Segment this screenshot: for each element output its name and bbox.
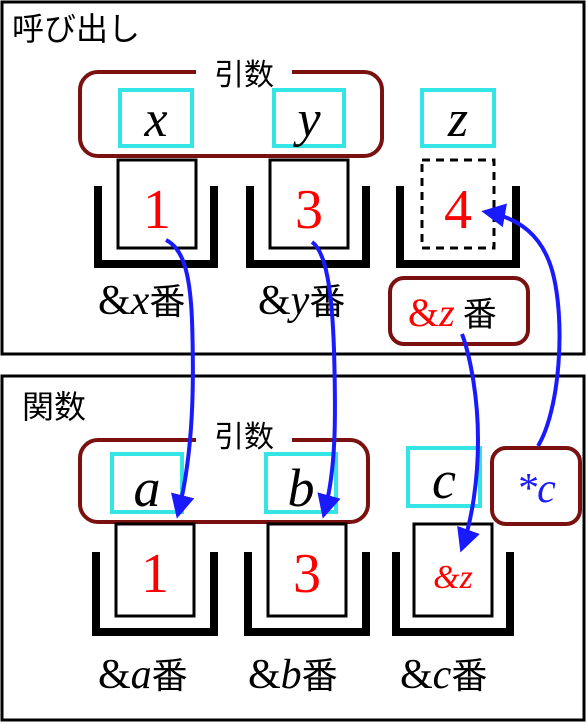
value-a: 1: [141, 543, 169, 605]
caller-args-label: 引数: [214, 58, 274, 93]
arrow-copy-y-to-b: [310, 240, 341, 519]
value-z: 4: [444, 179, 472, 241]
var-name-z: z: [447, 91, 468, 148]
var-name-b: b: [288, 458, 315, 518]
memory-cup-y: [246, 186, 370, 268]
var-box-z: [420, 88, 496, 148]
deref-box: [490, 446, 582, 526]
addr-z-box: [388, 276, 530, 346]
var-name-a: a: [134, 458, 161, 518]
deref-label: *c: [516, 466, 556, 512]
callee-title: 関数: [22, 388, 86, 426]
var-box-c: [406, 446, 482, 508]
value-c: &z: [433, 559, 473, 596]
caller-args-label-bg: [196, 60, 292, 90]
var-box-a: [110, 452, 184, 514]
var-box-b: [264, 452, 338, 514]
arrow-deref-c-to-z: [481, 203, 562, 448]
caller-title: 呼び出し: [12, 10, 140, 48]
memory-cell-y: [268, 158, 350, 250]
value-y: 3: [295, 179, 323, 241]
addr-b: &b番: [248, 652, 338, 698]
arrow-copy-x-to-a: [164, 238, 195, 519]
caller-frame: [0, 0, 586, 356]
memory-cell-b: [266, 522, 348, 618]
callee-frame: [0, 374, 586, 722]
callee-args-label-bg: [196, 420, 292, 452]
arrow-addr-z-to-c: [457, 333, 481, 553]
addr-c: &c番: [400, 652, 487, 698]
memory-cup-a: [92, 552, 218, 636]
memory-cup-x: [94, 186, 218, 268]
memory-cell-a: [114, 522, 196, 618]
callee-args-label: 引数: [214, 420, 274, 455]
var-name-y: y: [292, 91, 321, 148]
memory-cell-x: [116, 158, 198, 250]
addr-x: &x番: [98, 278, 185, 324]
memory-cup-z: [396, 186, 520, 268]
var-box-x: [118, 88, 194, 148]
addr-y: &y番: [258, 278, 345, 324]
var-name-x: x: [143, 91, 167, 148]
value-x: 1: [143, 179, 171, 241]
memory-cup-b: [244, 552, 370, 636]
addr-a: &a番: [98, 652, 188, 698]
var-name-c: c: [432, 450, 456, 510]
memory-cup-c: [392, 552, 514, 636]
value-b: 3: [293, 543, 321, 605]
var-box-y: [272, 88, 346, 148]
